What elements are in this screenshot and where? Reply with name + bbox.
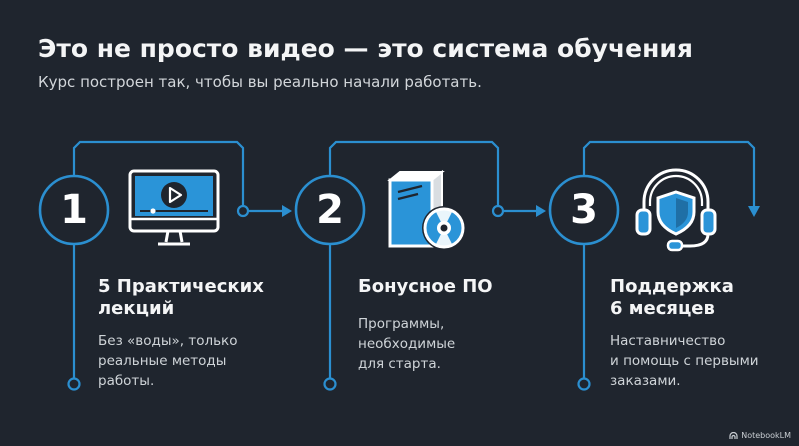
page-title: Это не просто видео — это система обучен… [38, 34, 693, 63]
step-3-body-line2: и помощь с первыми [610, 353, 759, 369]
step-number-3: 3 [570, 187, 598, 233]
step-2-body-line1: Программы, [358, 316, 445, 332]
step-2-body-line2: необходимые [358, 336, 456, 352]
step-3-body-line1: Наставничество [610, 333, 726, 349]
brand-label: NotebookLM [741, 431, 791, 440]
step-1-heading-line1: 5 Практических [98, 276, 264, 297]
step-1-body-line1: Без «воды», только [98, 333, 238, 349]
step-2-heading: Бонусное ПО [358, 276, 493, 298]
step-2-description: Программы, необходимые для старта. [358, 314, 455, 374]
step-3-heading-line1: Поддержка [610, 276, 734, 297]
headset-shield-icon [635, 168, 717, 252]
step-3-heading: Поддержка 6 месяцев [610, 276, 734, 320]
step-3-description: Наставничество и помощь с первыми заказа… [610, 331, 759, 391]
step-3-body-line3: заказами. [610, 373, 681, 389]
step-2-heading-line1: Бонусное ПО [358, 276, 493, 297]
arrow-down-icon [748, 206, 760, 217]
step-1-heading-line2: лекций [98, 298, 175, 319]
step-3-heading-line2: 6 месяцев [610, 298, 715, 319]
step-1-body-line2: реальные методы [98, 353, 227, 369]
step-1-heading: 5 Практических лекций [98, 276, 264, 320]
notebooklm-logo-icon [729, 432, 738, 439]
connector-1-top [72, 140, 245, 205]
software-box-disc-icon [387, 169, 466, 250]
step-number-2: 2 [316, 187, 344, 233]
page-subtitle: Курс построен так, чтобы вы реально нача… [38, 73, 482, 91]
step-2-body-line3: для старта. [358, 356, 441, 372]
step-number-1: 1 [60, 187, 88, 233]
notebooklm-watermark: NotebookLM [729, 431, 791, 440]
arrow-right-icon [536, 205, 546, 217]
step-1-description: Без «воды», только реальные методы работ… [98, 331, 237, 391]
arrow-right-icon [282, 205, 292, 217]
step-1-body-line3: работы. [98, 373, 155, 389]
monitor-play-icon [128, 169, 220, 246]
